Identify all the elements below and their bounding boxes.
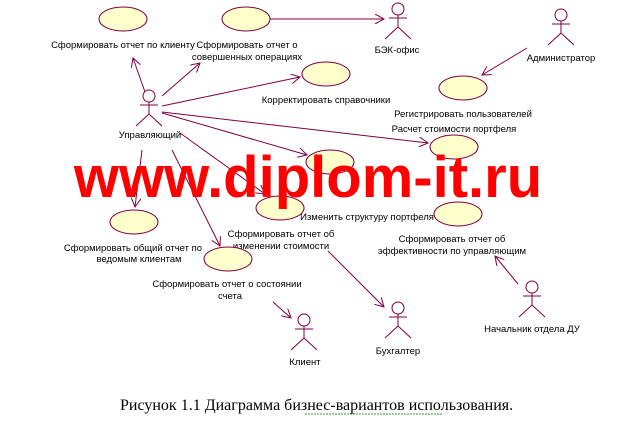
- assoc-admin: [482, 47, 528, 75]
- use-case-label: Расчет стоимости портфеля: [392, 124, 517, 135]
- actor-label: Начальник отдела ДУ: [484, 324, 581, 335]
- caption-text: Рисунок 1.1 Диаграмма: [120, 397, 284, 414]
- caption-text: использования.: [405, 397, 513, 414]
- figure-caption: Рисунок 1.1 Диаграмма бизнес-вариантов и…: [120, 397, 513, 414]
- actor-head-icon[interactable]: [518, 280, 546, 318]
- caption-text-underlined: бизнес-вариантов: [284, 397, 405, 414]
- assoc-client-report: [133, 58, 146, 93]
- use-case-label: Сформировать отчет о: [196, 40, 297, 51]
- use-case-label: Сформировать общий отчет по: [64, 243, 202, 254]
- assoc-operations-report: [161, 63, 200, 97]
- use-case-label: эффективности по управляющим: [378, 246, 526, 257]
- assoc-client: [272, 301, 291, 318]
- assoc-accountant: [327, 250, 384, 307]
- use-case-client-report[interactable]: [98, 6, 148, 32]
- actors: Управляющий БЭК-офис Администратор Клиен…: [119, 2, 596, 368]
- use-case-label: Сформировать отчет об: [228, 229, 335, 240]
- actor-label: Бухгалтер: [376, 346, 420, 357]
- use-case-operations-report[interactable]: [221, 6, 271, 32]
- actor-admin-icon[interactable]: [547, 8, 575, 46]
- actor-manager-icon[interactable]: [135, 89, 163, 127]
- assoc-general-report: [135, 149, 143, 207]
- actor-backoffice-icon[interactable]: [384, 2, 412, 40]
- watermark: www.diplom-it.ru: [73, 145, 542, 210]
- use-case-label: Корректировать справочники: [262, 95, 391, 106]
- use-case-edit-refs[interactable]: [301, 61, 351, 87]
- use-case-portfolio-value[interactable]: [429, 134, 479, 160]
- use-case-label: Сформировать отчет об: [399, 234, 506, 245]
- use-case-label: изменении стоимости: [233, 241, 329, 252]
- actor-client-icon[interactable]: [290, 313, 318, 351]
- use-case-label: счета: [218, 291, 243, 302]
- use-case-account-report[interactable]: [203, 246, 253, 272]
- associations: [133, 19, 528, 318]
- assoc-edit-refs: [161, 77, 300, 107]
- assoc-head: [495, 256, 519, 285]
- use-case-label: совершенных операциях: [192, 52, 302, 63]
- actor-label: Клиент: [289, 357, 321, 368]
- actor-accountant-icon[interactable]: [384, 301, 412, 339]
- use-case-value-change-report[interactable]: [255, 195, 305, 221]
- use-case-general-report[interactable]: [109, 209, 159, 235]
- use-case-label: Изменить структуру портфеля: [300, 212, 434, 223]
- use-case-register-users[interactable]: [438, 75, 488, 101]
- use-case-label: ведомым клиентам: [96, 254, 181, 265]
- assoc-portfolio-value: [161, 111, 428, 143]
- use-case-change-structure[interactable]: [305, 149, 355, 175]
- use-case-efficiency-report[interactable]: [433, 201, 483, 227]
- actor-label: Управляющий: [119, 130, 181, 141]
- actor-label: Администратор: [527, 53, 596, 64]
- use-case-label: Регистрировать пользователей: [394, 109, 532, 120]
- assoc-account-report: [171, 149, 220, 246]
- assoc-value-change-report: [179, 132, 265, 194]
- assoc-change-structure: [161, 112, 307, 155]
- actor-label: БЭК-офис: [375, 45, 420, 56]
- use-cases: Сформировать отчет по клиенту Сформирова…: [51, 6, 532, 302]
- use-case-label: Сформировать отчет о состоянии: [152, 279, 301, 290]
- use-case-label: Сформировать отчет по клиенту: [51, 40, 195, 51]
